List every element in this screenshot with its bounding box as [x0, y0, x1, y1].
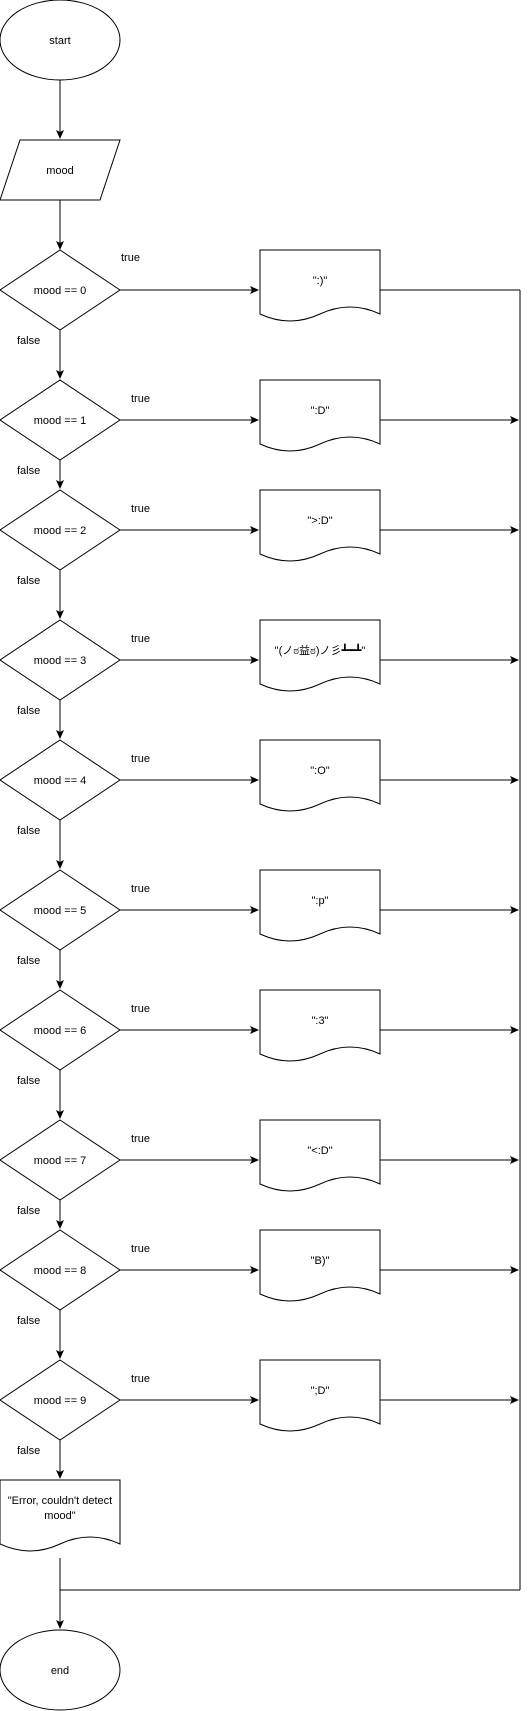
output-document	[259, 1359, 381, 1432]
branch-7: mood == 7 true "<:D" false	[0, 1119, 519, 1229]
output-text: ":3"	[312, 1015, 329, 1027]
branch-9: mood == 9 true ";D" false	[0, 1359, 519, 1479]
decision-label: mood == 2	[34, 525, 87, 537]
false-label: false	[17, 575, 40, 587]
output-text: ">:D"	[307, 515, 332, 527]
false-label: false	[17, 1075, 40, 1087]
output-document	[259, 379, 381, 452]
false-label: false	[17, 335, 40, 347]
output-document	[259, 869, 381, 942]
decision-label: mood == 8	[34, 1265, 87, 1277]
branch-8: mood == 8 true "B)" false	[0, 1229, 519, 1359]
decision-label: mood == 5	[34, 905, 87, 917]
output-text: ":p"	[312, 895, 329, 907]
output-document	[259, 1229, 381, 1302]
true-label: true	[131, 393, 150, 405]
true-label: true	[131, 1373, 150, 1385]
decision-label: mood == 9	[34, 1395, 87, 1407]
output-document	[259, 1119, 381, 1192]
decision-label: mood == 1	[34, 415, 87, 427]
output-text: "(ノಠ益ಠ)ノ彡┻━┻"	[275, 643, 366, 657]
true-label: true	[131, 503, 150, 515]
start-label: start	[49, 35, 70, 47]
true-label: true	[131, 883, 150, 895]
output-text: ":D"	[311, 405, 330, 417]
error-text-line1: "Error, couldn't detect	[8, 1495, 112, 1507]
branch-2: mood == 2 true ">:D" false	[0, 489, 519, 619]
decision-label: mood == 7	[34, 1155, 87, 1167]
false-label: false	[17, 1445, 40, 1457]
true-label: true	[121, 252, 140, 264]
output-document	[259, 619, 381, 692]
input-node	[0, 139, 121, 201]
true-label: true	[131, 1133, 150, 1145]
output-text: ";D"	[311, 1385, 330, 1397]
output-document	[259, 739, 381, 812]
input-label: mood	[46, 165, 74, 177]
output-document	[259, 989, 381, 1062]
false-label: false	[17, 1205, 40, 1217]
branch-6: mood == 6 true ":3" false	[0, 989, 519, 1119]
end-node	[0, 1629, 121, 1711]
output-document	[259, 249, 381, 322]
decision-label: mood == 0	[34, 285, 87, 297]
true-label: true	[131, 1243, 150, 1255]
decision-label: mood == 4	[34, 775, 87, 787]
decision-label: mood == 3	[34, 655, 87, 667]
false-label: false	[17, 465, 40, 477]
output-text: ":)"	[313, 275, 328, 287]
false-label: false	[17, 1315, 40, 1327]
decision-branches: mood == 0 true ":)" false mood == 1 true ":D" f…	[0, 249, 520, 1479]
false-label: false	[17, 825, 40, 837]
branch-0: mood == 0 true ":)" false	[0, 249, 520, 379]
end-label: end	[51, 1665, 69, 1677]
decision-label: mood == 6	[34, 1025, 87, 1037]
output-text: "<:D"	[307, 1145, 332, 1157]
error-node	[0, 1479, 121, 1552]
error-text-line2: mood"	[44, 1510, 76, 1522]
branch-1: mood == 1 true ":D" false	[0, 379, 519, 489]
false-label: false	[17, 955, 40, 967]
branch-3: mood == 3 true "(ノಠ益ಠ)ノ彡┻━┻" false	[0, 619, 519, 739]
true-label: true	[131, 753, 150, 765]
output-text: ":O"	[310, 765, 330, 777]
false-label: false	[17, 705, 40, 717]
true-label: true	[131, 1003, 150, 1015]
branch-4: mood == 4 true ":O" false	[0, 739, 519, 869]
true-label: true	[131, 633, 150, 645]
output-document	[259, 489, 381, 562]
branch-5: mood == 5 true ":p" false	[0, 869, 519, 989]
output-text: "B)"	[311, 1255, 330, 1267]
